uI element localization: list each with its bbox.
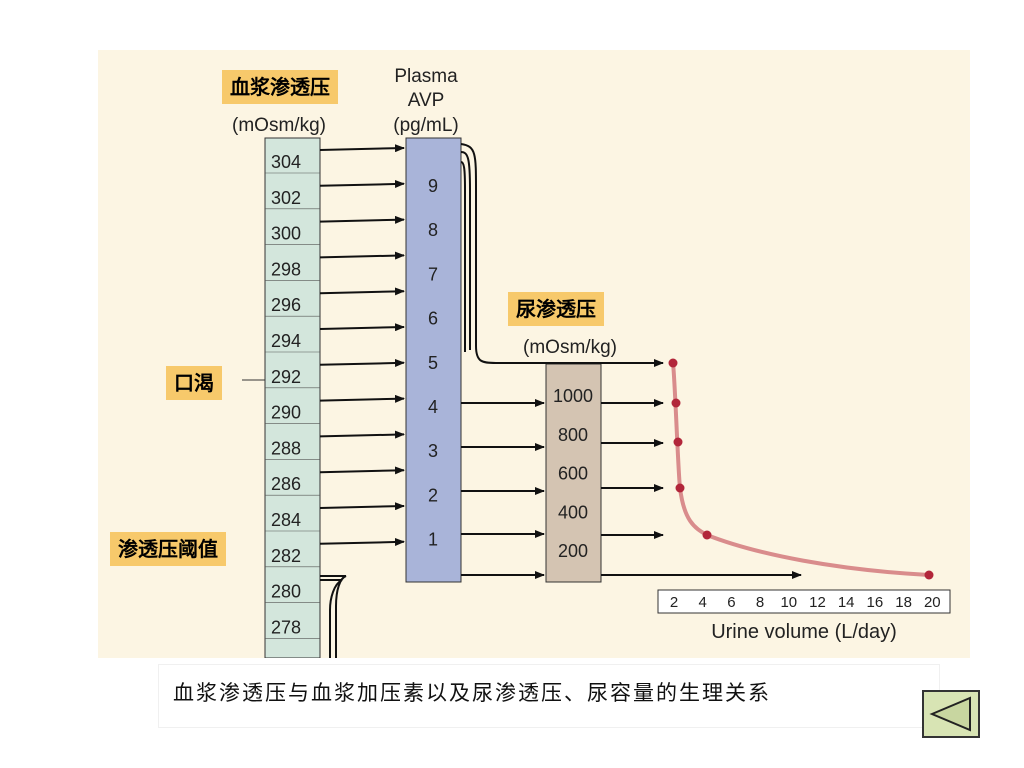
diagram-svg: (mOsm/kg) Plasma AVP (pg/mL) (mOsm/kg) U…: [232, 66, 951, 658]
avp-tick-label: 5: [428, 353, 438, 373]
curve-point: [675, 483, 685, 493]
plasma-osm-tick-label: 302: [271, 188, 301, 208]
flow-arrow: [319, 394, 405, 403]
flow-arrow: [319, 502, 405, 511]
urine-osm-title-label: 尿渗透压: [508, 292, 604, 326]
urine-volume-tick-label: 18: [895, 594, 912, 611]
flow-arrow: [319, 323, 405, 332]
curve-point: [702, 530, 712, 540]
avp-bracket-line: [460, 161, 466, 352]
avp-tick-label: 7: [428, 264, 438, 284]
diagram-panel: (mOsm/kg) Plasma AVP (pg/mL) (mOsm/kg) U…: [98, 50, 970, 658]
curve-point: [671, 398, 681, 408]
urine-volume-tick-label: 20: [924, 594, 941, 611]
plasma-osm-tick-label: 294: [271, 331, 301, 351]
urine-volume-tick-label: 10: [780, 594, 797, 611]
avp-bracket-line: [460, 143, 546, 364]
threshold-bracket-line: [320, 579, 343, 658]
plasma-osm-tick-label: 284: [271, 510, 301, 530]
plasma-osm-unit: (mOsm/kg): [232, 115, 326, 136]
urine-volume-label: Urine volume (L/day): [711, 621, 897, 643]
plasma-osm-tick-label: 290: [271, 403, 301, 423]
plasma-osm-tick-label: 300: [271, 224, 301, 244]
curve-point: [673, 437, 683, 447]
curve-point: [668, 358, 678, 368]
back-button[interactable]: [922, 690, 980, 738]
urine-volume-tick-label: 2: [670, 594, 678, 611]
avp-tick-label: 9: [428, 176, 438, 196]
flow-arrow: [319, 466, 405, 475]
plasma-osm-tick-label: 298: [271, 259, 301, 279]
flow-arrow: [319, 144, 405, 153]
urine-volume-tick-label: 14: [838, 594, 855, 611]
avp-bar: [405, 137, 462, 583]
avp-tick-label: 4: [428, 397, 438, 417]
urine-osm-unit: (mOsm/kg): [523, 337, 617, 358]
plasma-osm-tick-label: 278: [271, 617, 301, 637]
flow-arrow: [319, 430, 405, 439]
avp-tick-label: 3: [428, 441, 438, 461]
flow-arrow: [319, 538, 405, 547]
flow-arrow: [319, 287, 405, 296]
plasma-osm-tick-label: 286: [271, 474, 301, 494]
avp-tick-label: 2: [428, 485, 438, 505]
urine-volume-tick-label: 16: [867, 594, 884, 611]
avp-bracket-line: [460, 151, 471, 350]
urine-osm-bar: [545, 363, 602, 583]
plasma-osm-tick-label: 296: [271, 295, 301, 315]
osmotic-threshold-label: 渗透压阈值: [110, 532, 226, 566]
plasma-osm-title-label: 血浆渗透压: [222, 70, 338, 104]
plasma-osm-tick-label: 280: [271, 582, 301, 602]
avp-title-line1: Plasma: [394, 66, 458, 87]
urine-volume-tick-label: 8: [756, 594, 764, 611]
urine-osm-tick-label: 1000: [553, 386, 593, 406]
thirst-label: 口渴: [166, 366, 222, 400]
urine-volume-tick-label: 6: [727, 594, 735, 611]
plasma-osm-tick-label: 282: [271, 546, 301, 566]
flow-arrow: [319, 251, 405, 260]
urine-osm-tick-label: 600: [558, 464, 588, 484]
urine-volume-axis-box: [657, 589, 951, 614]
curve-point: [924, 570, 934, 580]
plasma-osm-tick-label: 288: [271, 438, 301, 458]
threshold-bracket-line: [320, 575, 347, 658]
avp-title-line2: AVP: [408, 90, 445, 111]
avp-unit: (pg/mL): [393, 115, 458, 136]
flow-arrow: [319, 215, 405, 224]
urine-osm-tick-label: 200: [558, 541, 588, 561]
urine-volume-curve: [671, 361, 931, 577]
urine-osm-tick-label: 800: [558, 425, 588, 445]
flow-arrow: [319, 180, 405, 189]
avp-tick-label: 1: [428, 530, 438, 550]
plasma-osm-tick-label: 292: [271, 367, 301, 387]
plasma-osm-tick-label: 304: [271, 152, 301, 172]
urine-osm-tick-label: 400: [558, 502, 588, 522]
triangle-left-icon: [929, 696, 971, 732]
flow-arrow: [319, 359, 405, 368]
avp-tick-label: 8: [428, 220, 438, 240]
figure-caption: 血浆渗透压与血浆加压素以及尿渗透压、尿容量的生理关系: [158, 664, 940, 728]
avp-tick-label: 6: [428, 309, 438, 329]
plasma-osm-bar: [264, 137, 321, 658]
urine-volume-tick-label: 12: [809, 594, 826, 611]
urine-volume-tick-label: 4: [699, 594, 707, 611]
